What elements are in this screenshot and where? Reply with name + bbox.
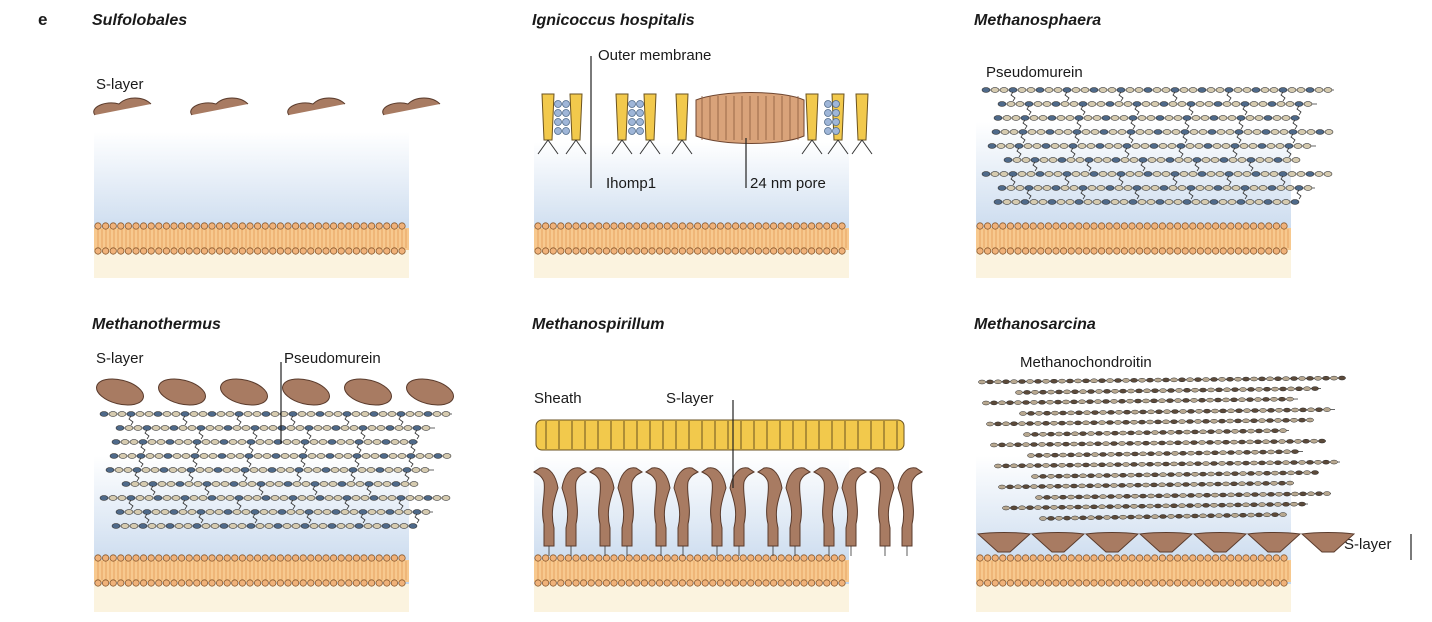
panel-methanosarcina: Methanosarcina Methanochondroitin S-laye…	[974, 316, 1354, 616]
panel-letter: e	[38, 10, 47, 30]
sheath	[536, 420, 904, 450]
s-layer-proteins	[94, 98, 440, 115]
membrane	[94, 555, 409, 586]
pore-label: 24 nm pore	[750, 175, 826, 192]
ignicoccus-diagram	[532, 12, 912, 312]
methanospirillum-diagram	[532, 316, 912, 616]
methanosphaera-diagram	[974, 12, 1354, 312]
pseudomurein-network	[982, 88, 1334, 205]
panel-methanothermus: Methanothermus S-layer Pseudomurein	[92, 316, 472, 616]
panel-ignicoccus: Ignicoccus hospitalis Outer membrane Iho…	[532, 12, 912, 312]
ihomp1-label: Ihomp1	[606, 175, 656, 192]
membrane	[94, 223, 409, 254]
membrane	[534, 223, 849, 254]
methanothermus-diagram	[92, 316, 472, 616]
methanosarcina-diagram	[974, 316, 1354, 616]
membrane	[976, 223, 1291, 254]
background	[94, 456, 409, 612]
panel-methanospirillum: Methanospirillum Sheath S-layer	[532, 316, 912, 616]
panel-sulfolobales: Sulfolobales S-layer	[92, 12, 472, 312]
background	[94, 132, 409, 278]
background	[534, 142, 849, 278]
sulfolobales-diagram	[92, 12, 472, 312]
s-layer-proteins	[94, 375, 456, 410]
membrane	[534, 555, 849, 586]
panel-methanosphaera: Methanosphaera Pseudomurein	[974, 12, 1354, 312]
membrane	[976, 555, 1291, 586]
outer-membrane-label: Outer membrane	[598, 47, 711, 64]
pseudomurein-network	[100, 412, 452, 529]
background	[534, 456, 849, 612]
